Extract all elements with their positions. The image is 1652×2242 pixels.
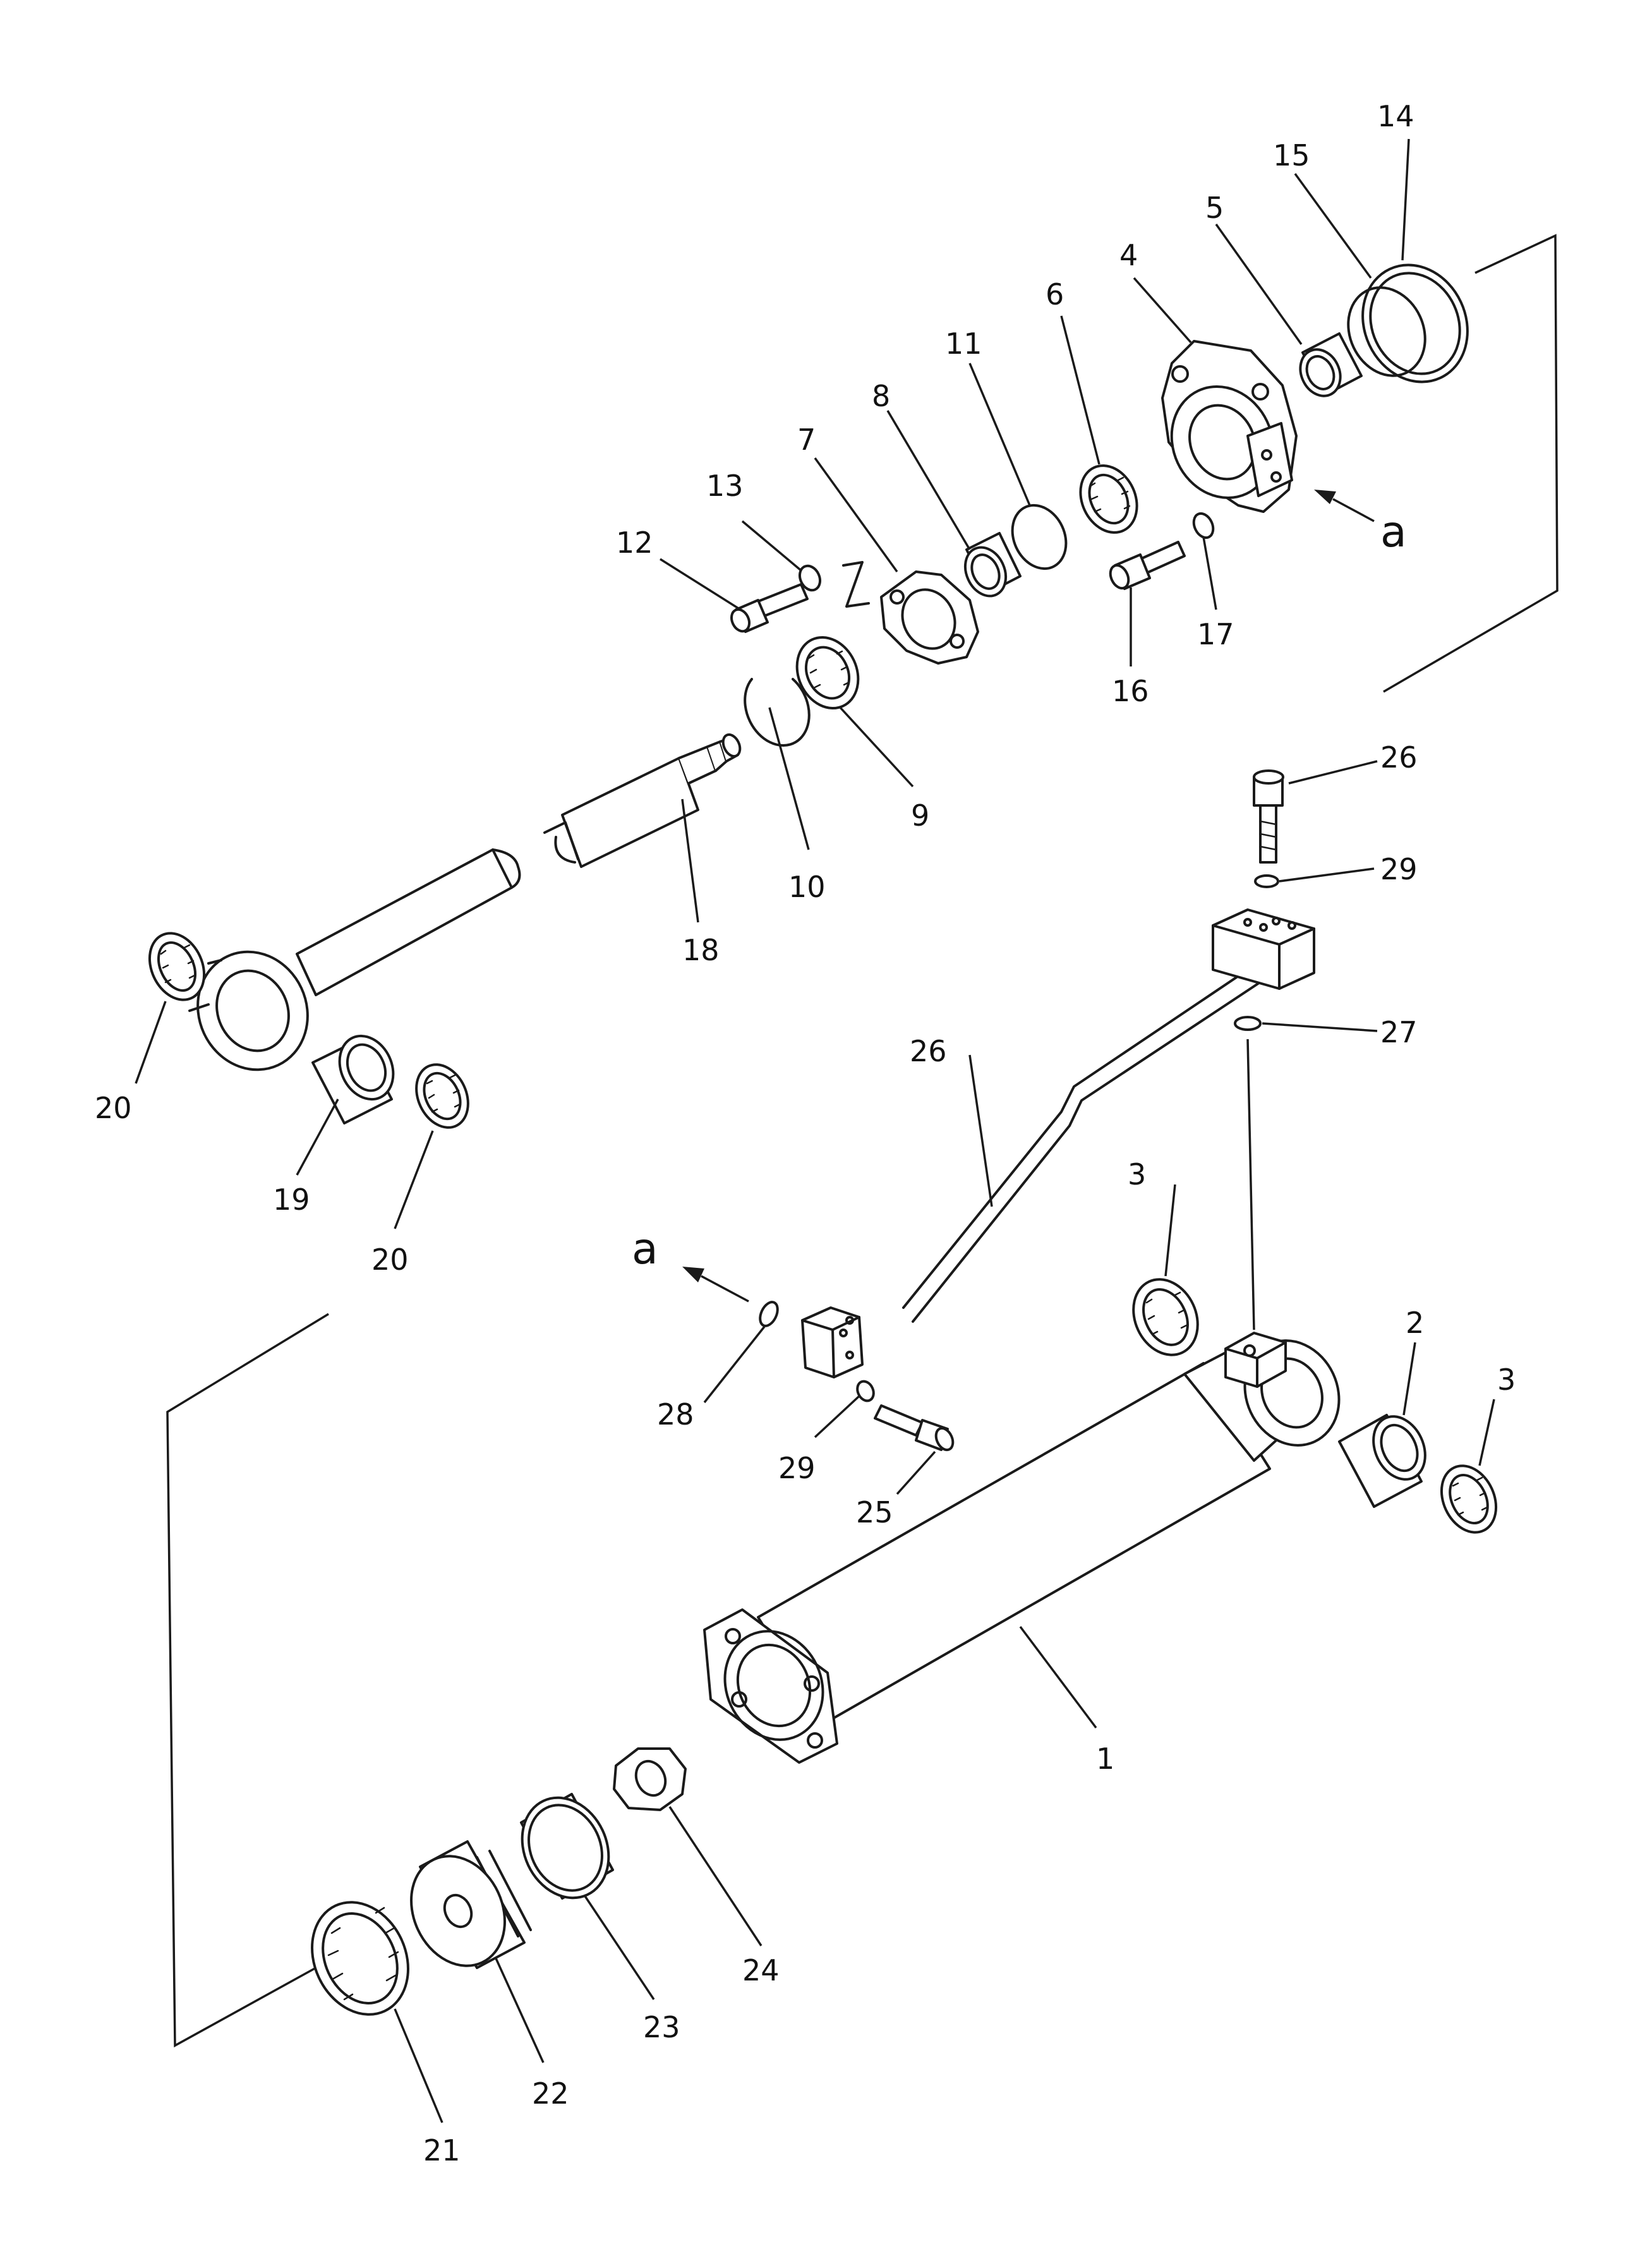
callout-25: 26 bbox=[910, 1034, 947, 1068]
callout-14: 14 bbox=[1377, 99, 1414, 133]
callout-12: 12 bbox=[616, 526, 653, 560]
part-7-retainer bbox=[842, 561, 979, 665]
part-21-piston bbox=[410, 1840, 532, 1969]
part-11-o-ring bbox=[1011, 503, 1068, 570]
reference-arrow-top bbox=[1314, 490, 1375, 522]
callout-3b: 3 bbox=[1497, 1363, 1516, 1397]
part-26-o-ring-upper bbox=[1234, 1016, 1262, 1031]
callout-27: 26 bbox=[1380, 740, 1418, 774]
callout-28: 25 bbox=[856, 1495, 893, 1529]
callout-29a: 29 bbox=[1380, 852, 1418, 886]
callout-22: 23 bbox=[643, 2010, 680, 2044]
part-27-bolt bbox=[1253, 769, 1284, 864]
callout-7: 7 bbox=[797, 423, 816, 457]
callout-3a: 3 bbox=[1128, 1157, 1146, 1191]
part-3-dust-seal-right bbox=[1440, 1464, 1498, 1534]
callout-11: 11 bbox=[945, 327, 982, 361]
part-13-washer bbox=[798, 564, 822, 592]
callout-9: 9 bbox=[911, 799, 929, 833]
part-26-o-ring-lower bbox=[759, 1301, 779, 1327]
rod-eye bbox=[188, 950, 309, 1071]
part-17-washer bbox=[1192, 512, 1215, 539]
part-4-cylinder-head bbox=[1161, 340, 1298, 513]
callout-18: 18 bbox=[682, 933, 720, 967]
callout-16: 16 bbox=[1112, 674, 1149, 708]
part-23-piston-ring bbox=[311, 1901, 409, 2016]
callout-29b: 29 bbox=[778, 1451, 816, 1485]
arrow-icon bbox=[1314, 490, 1336, 504]
reference-a-top: a bbox=[1380, 507, 1407, 557]
part-10-snap-ring bbox=[744, 678, 811, 747]
part-2-bushing bbox=[1338, 1414, 1426, 1508]
part-19-bushing bbox=[311, 1034, 395, 1124]
part-20-dust-seal-right bbox=[415, 1063, 469, 1129]
callout-20a: 20 bbox=[95, 1091, 132, 1125]
part-8-bushing bbox=[963, 532, 1022, 598]
part-3-dust-seal-upper bbox=[1132, 1278, 1199, 1356]
callout-19: 19 bbox=[273, 1183, 310, 1217]
part-29-washer-lower bbox=[856, 1380, 875, 1402]
reference-arrow-middle bbox=[682, 1267, 749, 1303]
callout-15: 15 bbox=[1273, 138, 1310, 172]
callout-6: 6 bbox=[1046, 277, 1064, 311]
callout-20b: 20 bbox=[371, 1243, 409, 1277]
assembly-bracket-upper bbox=[1383, 234, 1559, 693]
part-16-bolt bbox=[1109, 541, 1186, 590]
part-29-washer-upper bbox=[1254, 874, 1279, 888]
arrow-icon bbox=[682, 1267, 704, 1282]
callout-10: 10 bbox=[788, 870, 826, 904]
leader-lines bbox=[135, 138, 1495, 2123]
callout-5: 5 bbox=[1205, 191, 1224, 225]
callout-labels: 14 15 5 4 6 11 8 7 13 12 16 17 9 10 18 2… bbox=[95, 99, 1516, 2167]
part-9-packing bbox=[795, 636, 860, 710]
callout-21: 22 bbox=[532, 2076, 569, 2111]
part-6-packing bbox=[1079, 464, 1138, 534]
callout-23: 21 bbox=[423, 2133, 461, 2167]
callout-1: 1 bbox=[1096, 1742, 1114, 1776]
part-15-seal-ring bbox=[1347, 286, 1426, 377]
part-24-nut bbox=[613, 1747, 687, 1811]
callout-26b: 28 bbox=[657, 1397, 694, 1431]
part-20-dust-seal-left bbox=[148, 932, 206, 1001]
part-14-snap-ring bbox=[1361, 263, 1469, 383]
part-22-wear-ring bbox=[520, 1793, 614, 1900]
callout-8: 8 bbox=[872, 379, 890, 413]
callout-4: 4 bbox=[1119, 238, 1138, 272]
assembly-bracket-lower bbox=[166, 1313, 329, 2047]
callout-13: 13 bbox=[706, 469, 744, 503]
part-12-bolt bbox=[730, 583, 809, 633]
part-1-cylinder-tube bbox=[703, 1332, 1341, 1764]
part-18-piston-rod bbox=[296, 733, 742, 996]
part-28-bolt bbox=[874, 1404, 955, 1452]
callout-26a: 27 bbox=[1380, 1015, 1418, 1049]
part-25-tube bbox=[801, 908, 1315, 1378]
callout-24: 24 bbox=[742, 1953, 780, 1987]
reference-a-middle: a bbox=[632, 1224, 658, 1274]
part-5-bushing bbox=[1299, 332, 1363, 397]
callout-2: 2 bbox=[1406, 1306, 1424, 1340]
callout-17: 17 bbox=[1197, 617, 1234, 651]
